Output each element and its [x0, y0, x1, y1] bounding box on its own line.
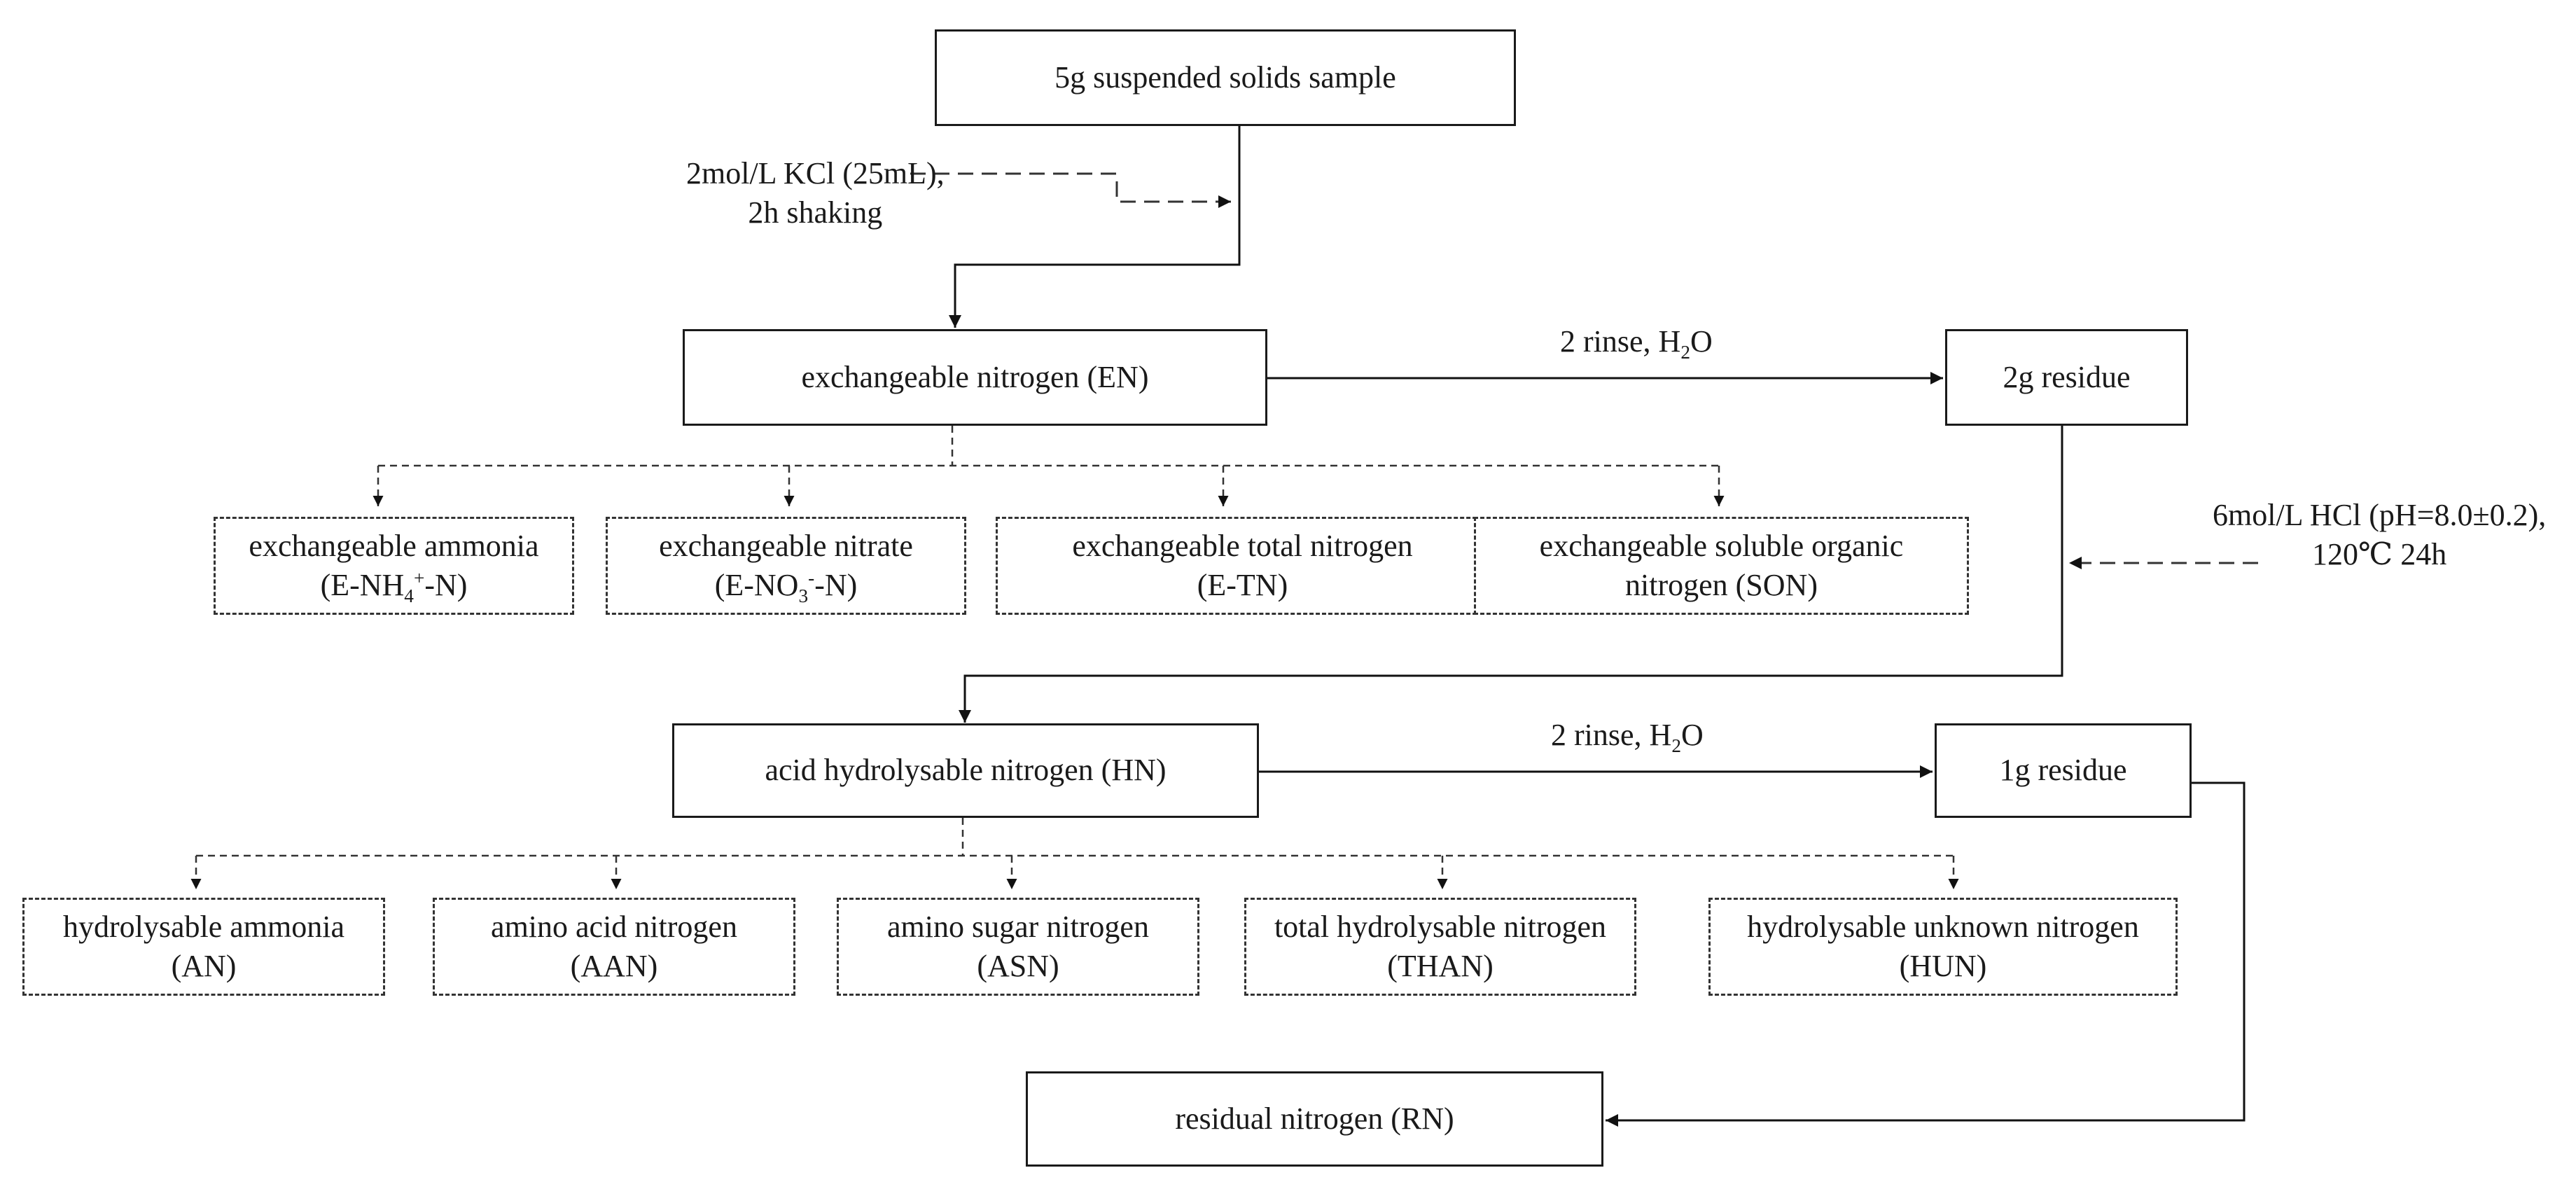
total-hydrolysable-nitrogen-box: total hydrolysable nitrogen (THAN) — [1244, 898, 1636, 996]
hn-label: acid hydrolysable nitrogen (HN) — [765, 753, 1167, 788]
amino-sugar-nitrogen-line2: (ASN) — [977, 949, 1059, 983]
rn-box: residual nitrogen (RN) — [1026, 1071, 1603, 1167]
hn-box: acid hydrolysable nitrogen (HN) — [672, 723, 1259, 818]
kcl-line2: 2h shaking — [748, 195, 883, 230]
exchangeable-total-nitrogen-line2: (E-TN) — [1197, 568, 1288, 602]
arrow-residue1g-to-rn — [1606, 781, 2246, 1127]
hydrolysable-ammonia-line2: (AN) — [171, 949, 237, 983]
exchangeable-son-box: exchangeable soluble organic nitrogen (S… — [1474, 517, 1969, 615]
residue1g-label: 1g residue — [1999, 753, 2127, 788]
arrow-kcl-input — [910, 172, 1231, 208]
en-label: exchangeable nitrogen (EN) — [801, 359, 1149, 394]
hydrolysable-ammonia-box: hydrolysable ammonia (AN) — [22, 898, 385, 996]
rinse-label-en: 2 rinse, H2O — [1560, 324, 1713, 363]
kcl-line1: 2mol/L KCl (25mL), — [686, 156, 945, 190]
rinse-label-hn: 2 rinse, H2O — [1551, 718, 1704, 756]
hydrolysable-unknown-nitrogen-line2: (HUN) — [1899, 949, 1987, 983]
amino-acid-nitrogen-line1: amino acid nitrogen — [491, 909, 737, 944]
exchangeable-total-nitrogen-line1: exchangeable total nitrogen — [1072, 528, 1413, 563]
hcl-line2: 120℃ 24h — [2312, 537, 2447, 572]
hcl-line1: 6mol/L HCl (pH=8.0±0.2), — [2213, 498, 2547, 532]
amino-acid-nitrogen-box: amino acid nitrogen (AAN) — [433, 898, 795, 996]
sample-label: 5g suspended solids sample — [1054, 60, 1396, 95]
hydrolysable-unknown-nitrogen-line1: hydrolysable unknown nitrogen — [1747, 909, 2139, 944]
en-box: exchangeable nitrogen (EN) — [683, 329, 1267, 426]
amino-sugar-nitrogen-line1: amino sugar nitrogen — [887, 909, 1149, 944]
kcl-treatment-label: 2mol/L KCl (25mL), 2h shaking — [686, 154, 945, 233]
exchangeable-son-line2: nitrogen (SON) — [1625, 568, 1818, 602]
arrow-residue2g-to-hn — [959, 426, 2063, 723]
total-hydrolysable-nitrogen-line1: total hydrolysable nitrogen — [1274, 909, 1607, 944]
amino-acid-nitrogen-line2: (AAN) — [570, 949, 658, 983]
sample-box: 5g suspended solids sample — [935, 29, 1516, 126]
total-hydrolysable-nitrogen-line2: (THAN) — [1387, 949, 1494, 983]
rn-label: residual nitrogen (RN) — [1175, 1101, 1454, 1136]
hcl-treatment-label: 6mol/L HCl (pH=8.0±0.2), 120℃ 24h — [2213, 496, 2546, 575]
exchangeable-ammonia-line2: (E-NH4+-N) — [320, 567, 468, 606]
exchangeable-son-line1: exchangeable soluble organic — [1539, 528, 1904, 563]
residue2g-label: 2g residue — [2003, 359, 2131, 394]
residue2g-box: 2g residue — [1945, 329, 2188, 426]
dashed-tree-hn — [196, 818, 1954, 857]
residue1g-box: 1g residue — [1935, 723, 2192, 818]
amino-sugar-nitrogen-box: amino sugar nitrogen (ASN) — [837, 898, 1199, 996]
exchangeable-total-nitrogen-box: exchangeable total nitrogen (E-TN) — [996, 517, 1489, 615]
exchangeable-nitrate-line1: exchangeable nitrate — [659, 528, 913, 563]
exchangeable-ammonia-box: exchangeable ammonia (E-NH4+-N) — [214, 517, 574, 615]
exchangeable-nitrate-line2: (E-NO3--N) — [714, 567, 858, 606]
dashed-tree-en — [378, 426, 1719, 467]
exchangeable-nitrate-box: exchangeable nitrate (E-NO3--N) — [606, 517, 966, 615]
hydrolysable-unknown-nitrogen-box: hydrolysable unknown nitrogen (HUN) — [1708, 898, 2178, 996]
exchangeable-ammonia-line1: exchangeable ammonia — [249, 528, 539, 563]
hydrolysable-ammonia-line1: hydrolysable ammonia — [62, 909, 344, 944]
arrow-sample-to-en — [949, 125, 1241, 328]
